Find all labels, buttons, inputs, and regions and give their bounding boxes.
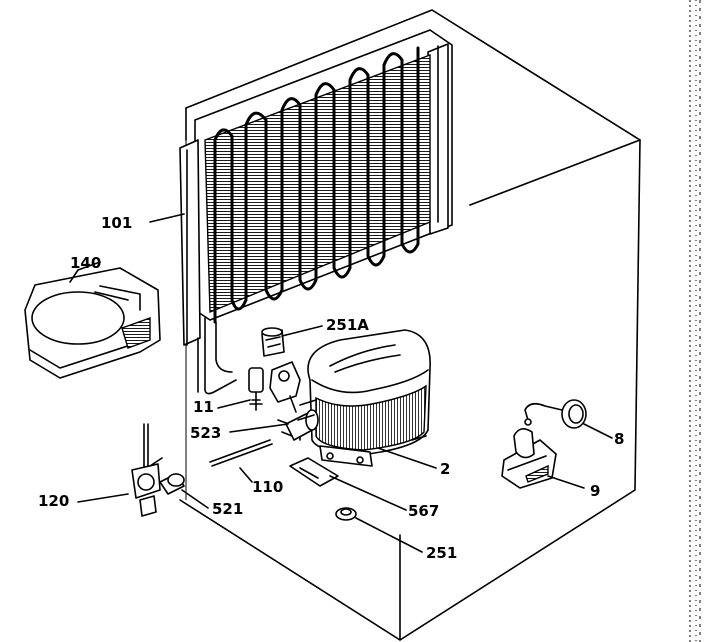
thermostat: [524, 399, 587, 429]
label-8: 8: [614, 430, 624, 448]
label-101: 101: [101, 214, 132, 232]
compressor: [297, 329, 431, 467]
label-567: 567: [408, 502, 439, 520]
thermostat-bracket: [501, 428, 557, 489]
label-110: 110: [252, 478, 283, 496]
label-251a: 251A: [326, 316, 369, 334]
valve: [131, 423, 163, 517]
relay: [261, 327, 285, 357]
leader-lines: [69, 213, 613, 553]
cap: [159, 473, 185, 495]
label-523: 523: [190, 424, 221, 442]
process-tube: [209, 439, 273, 467]
mounting-plate: [289, 457, 339, 487]
label-521: 521: [212, 500, 243, 518]
edge-noise: [686, 0, 704, 642]
label-2: 2: [440, 460, 450, 478]
filter-drier: [248, 367, 264, 411]
label-140: 140: [70, 254, 101, 272]
label-251: 251: [426, 544, 457, 562]
label-11: 11: [193, 398, 214, 416]
drip-tray: [24, 267, 161, 379]
grommet: [335, 507, 357, 521]
condenser: [179, 29, 453, 395]
label-9: 9: [590, 482, 600, 500]
label-120: 120: [38, 492, 69, 510]
part-labels: 101 140 251A 11 523 110 2 8 9 120 521 56…: [38, 214, 624, 562]
